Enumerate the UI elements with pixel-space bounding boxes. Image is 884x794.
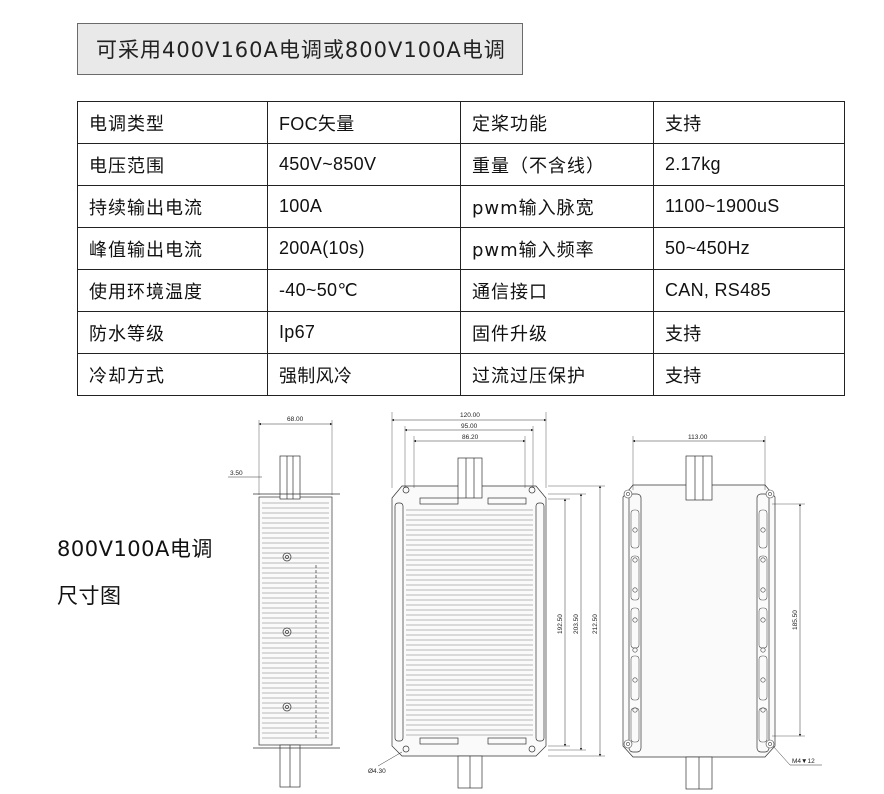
top-height-dim-inner: 192.50	[557, 614, 564, 634]
vent-slot	[758, 509, 768, 549]
spec-value: -40~50℃	[267, 269, 461, 312]
mount-hole	[632, 617, 638, 623]
table-row: 防水等级 Ip67 固件升级 支持	[77, 311, 845, 354]
vent-slot	[758, 655, 768, 701]
top-width-dim-inner: 86.20	[462, 434, 479, 441]
mount-hole	[632, 677, 638, 683]
mount-hole	[760, 707, 766, 713]
mount-hole	[632, 587, 638, 593]
top-view-body	[391, 485, 547, 757]
side-view-body	[258, 496, 333, 746]
top-view	[377, 412, 605, 789]
bottom-view-body	[622, 484, 776, 758]
mount-hole	[760, 677, 766, 683]
mount-hole	[632, 647, 638, 653]
spec-label: 通信接口	[460, 269, 654, 312]
bottom-view	[622, 436, 822, 790]
mount-bolt	[765, 739, 775, 749]
spec-label: 峰值输出电流	[77, 227, 268, 270]
vent-slot	[758, 555, 768, 601]
spec-label: 冷却方式	[77, 353, 268, 396]
page-title: 可采用400V160A电调或800V100A电调	[77, 23, 523, 75]
spec-table: 电调类型 FOC矢量 定桨功能 支持 电压范围 450V~850V 重量（不含线…	[77, 101, 845, 396]
top-height-dim-outer: 212.50	[592, 614, 599, 634]
top-cable-top	[457, 457, 483, 499]
mount-hole	[632, 707, 638, 713]
mount-bolt-center	[626, 742, 630, 746]
side-cable-top	[279, 455, 301, 500]
vent-slot	[630, 655, 640, 701]
spec-value: 强制风冷	[267, 353, 461, 396]
mount-hole	[760, 557, 766, 563]
cooling-fins	[262, 502, 329, 739]
side-width-dim: 68.00	[287, 416, 304, 423]
table-row: 冷却方式 强制风冷 过流过压保护 支持	[77, 353, 845, 396]
spec-value: 200A(10s)	[267, 227, 461, 270]
bottom-width-dim: 113.00	[688, 434, 708, 441]
drawing-caption-title: 尺寸图	[57, 584, 122, 608]
top-width-dim-outer: 120.00	[460, 412, 480, 419]
hole-diameter-dim: Ø4.30	[368, 768, 386, 775]
spec-label: 电压范围	[77, 143, 268, 186]
screw-spec-dim: M4▼12	[792, 758, 815, 765]
mount-hole	[760, 617, 766, 623]
side-offset-dim: 3.50	[230, 470, 243, 477]
mount-bolt	[765, 489, 775, 499]
spec-label: 防水等级	[77, 311, 268, 354]
table-row: 峰值输出电流 200A(10s) pwm输入频率 50~450Hz	[77, 227, 845, 270]
spec-label: 电调类型	[77, 101, 268, 144]
spec-label: 持续输出电流	[77, 185, 268, 228]
mount-hole	[760, 647, 766, 653]
mount-hole	[632, 557, 638, 563]
mount-bolt	[623, 739, 633, 749]
bottom-cable-top	[685, 455, 713, 501]
side-view	[228, 420, 340, 788]
mount-hole	[760, 587, 766, 593]
mount-bolt	[623, 489, 633, 499]
bottom-height-dim: 185.50	[792, 610, 799, 630]
spec-value: CAN, RS485	[653, 269, 845, 312]
vent-slot	[630, 509, 640, 549]
table-row: 电调类型 FOC矢量 定桨功能 支持	[77, 101, 845, 144]
vent-slot	[630, 555, 640, 601]
spec-label: 重量（不含线）	[460, 143, 654, 186]
drawing-caption-model: 800V100A电调	[57, 537, 213, 561]
mount-hole	[632, 527, 638, 533]
top-width-dim-mid: 95.00	[461, 423, 478, 430]
mount-bolt-center	[626, 492, 630, 496]
spec-value: 2.17kg	[653, 143, 845, 186]
spec-value: 支持	[653, 353, 845, 396]
spec-label: 过流过压保护	[460, 353, 654, 396]
spec-value: 1100~1900uS	[653, 185, 845, 228]
mount-bolt-center	[768, 742, 772, 746]
table-row: 持续输出电流 100A pwm输入脉宽 1100~1900uS	[77, 185, 845, 228]
table-row: 使用环境温度 -40~50℃ 通信接口 CAN, RS485	[77, 269, 845, 312]
mount-hole	[760, 527, 766, 533]
spec-value: 100A	[267, 185, 461, 228]
mount-bolt-center	[768, 492, 772, 496]
table-row: 电压范围 450V~850V 重量（不含线） 2.17kg	[77, 143, 845, 186]
spec-label: 使用环境温度	[77, 269, 268, 312]
top-height-dim-mid: 203.50	[573, 614, 580, 634]
spec-label: 固件升级	[460, 311, 654, 354]
